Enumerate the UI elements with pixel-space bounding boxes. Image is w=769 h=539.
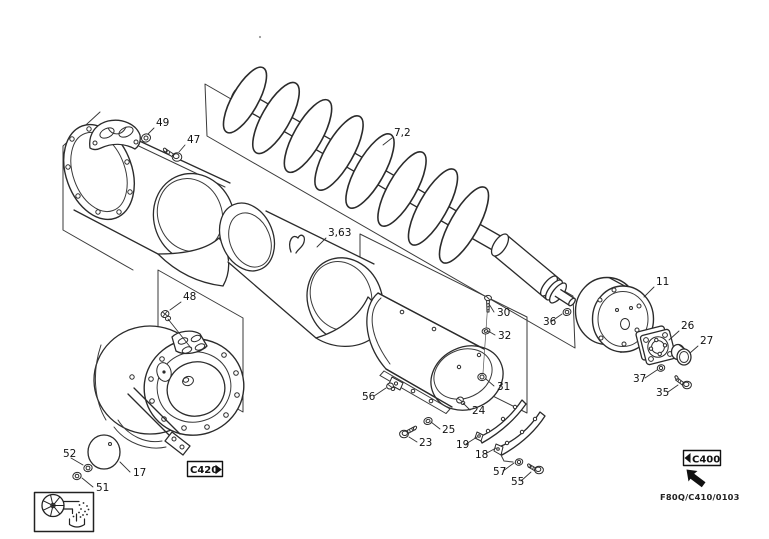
ref-tag-c400[interactable]: C400 bbox=[682, 449, 722, 467]
part-label-3-63: 3,63 bbox=[328, 227, 351, 239]
end-cap-27 bbox=[670, 343, 692, 366]
ref-tag-c400-label: C400 bbox=[692, 455, 720, 466]
washer-57 bbox=[514, 458, 524, 466]
assembly-axis-line bbox=[482, 300, 489, 374]
bolt-35 bbox=[674, 375, 692, 390]
part-label-7-2: 7,2 bbox=[394, 127, 411, 139]
cover-plate-17 bbox=[87, 434, 121, 470]
part-label-24: 24 bbox=[472, 405, 486, 417]
part-label-19: 19 bbox=[456, 439, 469, 451]
top-port-pad bbox=[171, 330, 208, 355]
mounting-strip bbox=[379, 370, 451, 414]
washer-37 bbox=[656, 364, 666, 372]
ref-tag-c420[interactable]: C420 bbox=[186, 460, 224, 478]
part-label-49: 49 bbox=[156, 117, 169, 129]
part-label-48: 48 bbox=[183, 291, 196, 303]
retainer-hook bbox=[289, 234, 306, 254]
intake-housing bbox=[63, 119, 236, 287]
part-label-30: 30 bbox=[497, 307, 510, 319]
part-label-27: 27 bbox=[700, 335, 713, 347]
part-label-26: 26 bbox=[681, 320, 695, 332]
doc-code: F80Q/C410/0103 bbox=[660, 492, 740, 502]
part-label-57: 57 bbox=[493, 466, 506, 478]
intake-flange bbox=[63, 123, 135, 221]
scraper-blade-18 bbox=[493, 411, 546, 463]
auger-end-shaft bbox=[490, 233, 576, 307]
nut-31 bbox=[477, 372, 487, 382]
elbow-housing bbox=[87, 325, 245, 470]
support-strap bbox=[127, 387, 191, 456]
arrow-right-icon bbox=[215, 464, 222, 475]
auger-flights bbox=[222, 66, 490, 264]
washer-36 bbox=[562, 308, 572, 316]
part-label-11: 11 bbox=[656, 276, 669, 288]
washer-52 bbox=[83, 463, 93, 473]
part-labels: 49 47 7,2 3,63 48 30 32 31 36 11 26 27 3… bbox=[63, 117, 713, 494]
part-label-47: 47 bbox=[187, 134, 200, 146]
part-label-37: 37 bbox=[633, 373, 646, 385]
washer-25 bbox=[423, 416, 433, 426]
side-port bbox=[156, 362, 172, 382]
bottom-shell-trough bbox=[366, 292, 504, 414]
scraper-blade-19 bbox=[474, 399, 527, 444]
part-label-52: 52 bbox=[63, 448, 76, 460]
part-label-23: 23 bbox=[419, 437, 432, 449]
part-label-35: 35 bbox=[656, 387, 669, 399]
bearing-flange-26 bbox=[635, 325, 677, 366]
ref-tag-c420-label: C420 bbox=[190, 465, 218, 476]
fasteners bbox=[72, 133, 692, 481]
auger-screw-7-2 bbox=[222, 66, 576, 307]
arrow-up-left-icon bbox=[686, 469, 706, 488]
intake-top-bracket bbox=[89, 119, 141, 151]
screw-56 bbox=[386, 382, 396, 392]
arrow-left-icon bbox=[684, 453, 691, 463]
bolt-55 bbox=[527, 463, 544, 475]
nut-51 bbox=[72, 471, 82, 481]
part-label-55: 55 bbox=[511, 476, 524, 488]
bolt-23 bbox=[399, 425, 418, 439]
part-label-17: 17 bbox=[133, 467, 146, 479]
part-label-56: 56 bbox=[362, 391, 376, 403]
bolt-47 bbox=[162, 147, 183, 162]
part-label-31: 31 bbox=[497, 381, 510, 393]
screw-48 bbox=[160, 310, 172, 322]
washer-32 bbox=[481, 327, 491, 335]
part-label-32: 32 bbox=[498, 330, 511, 342]
page-speck bbox=[258, 35, 262, 39]
part-label-18: 18 bbox=[475, 449, 488, 461]
leader-lines bbox=[70, 127, 699, 488]
auger-discharge-schematic-icon bbox=[33, 491, 95, 533]
part-label-51: 51 bbox=[96, 482, 109, 494]
tube-housing-3-63 bbox=[218, 202, 384, 348]
part-label-25: 25 bbox=[442, 424, 455, 436]
screw-30 bbox=[484, 294, 492, 313]
part-label-36: 36 bbox=[543, 316, 557, 328]
washer-49 bbox=[140, 133, 152, 143]
